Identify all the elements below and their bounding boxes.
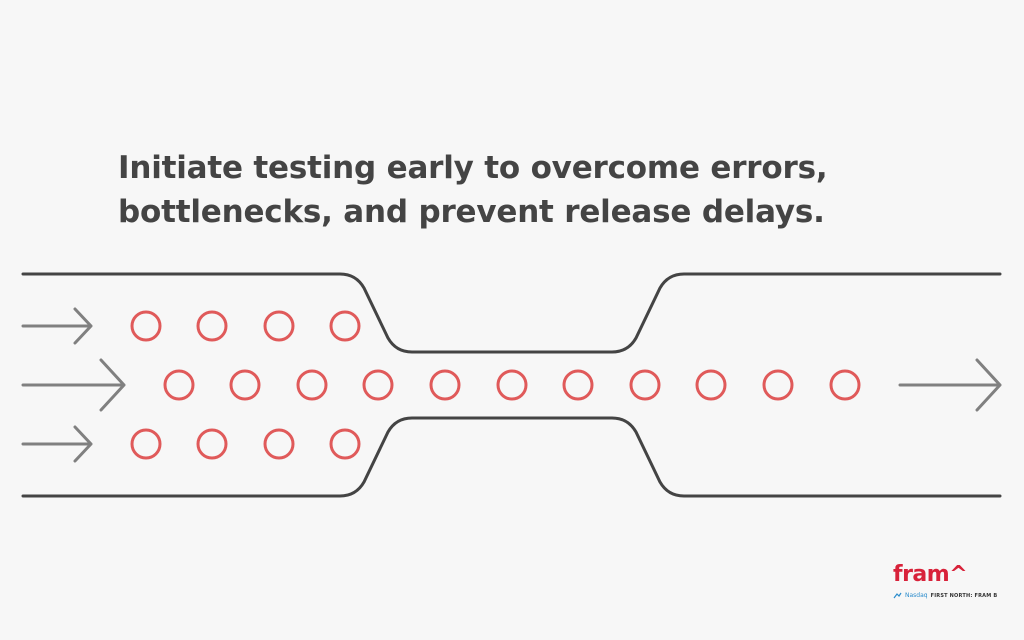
dot [562, 369, 594, 401]
dot [629, 369, 661, 401]
dot [229, 369, 261, 401]
listing-label: FIRST NORTH: FRAM B [930, 592, 998, 599]
fram-logo: fram^ Nasdaq FIRST NORTH: FRAM B [893, 562, 997, 599]
input-arrow-top-icon [21, 307, 93, 345]
output-arrow-icon [898, 358, 1002, 412]
input-arrow-middle-icon [21, 358, 126, 412]
headline-line-2: bottlenecks, and prevent release delays. [118, 194, 825, 230]
headline: Initiate testing early to overcome error… [118, 146, 938, 234]
dot [329, 310, 361, 342]
bottom-row-dots [130, 428, 361, 460]
dot [429, 369, 461, 401]
headline-line-1: Initiate testing early to overcome error… [118, 150, 828, 186]
nasdaq-icon [893, 592, 902, 599]
dot [296, 369, 328, 401]
middle-row-dots [163, 369, 861, 401]
dot [196, 428, 228, 460]
pipe [21, 272, 1002, 498]
dot [329, 428, 361, 460]
dot [263, 428, 295, 460]
pipe-top-wall [21, 272, 1002, 354]
pipe-bottom-wall [21, 416, 1002, 498]
dot [163, 369, 195, 401]
dot [362, 369, 394, 401]
dot [130, 310, 162, 342]
dot [496, 369, 528, 401]
input-arrow-bottom-icon [21, 425, 93, 463]
logo-wordmark: fram^ [893, 562, 968, 587]
dot [130, 428, 162, 460]
dot [762, 369, 794, 401]
dot [829, 369, 861, 401]
dot [196, 310, 228, 342]
logo-listing: Nasdaq FIRST NORTH: FRAM B [893, 592, 997, 599]
top-row-dots [130, 310, 361, 342]
dot [695, 369, 727, 401]
exchange-name: Nasdaq [905, 592, 928, 599]
dot [263, 310, 295, 342]
